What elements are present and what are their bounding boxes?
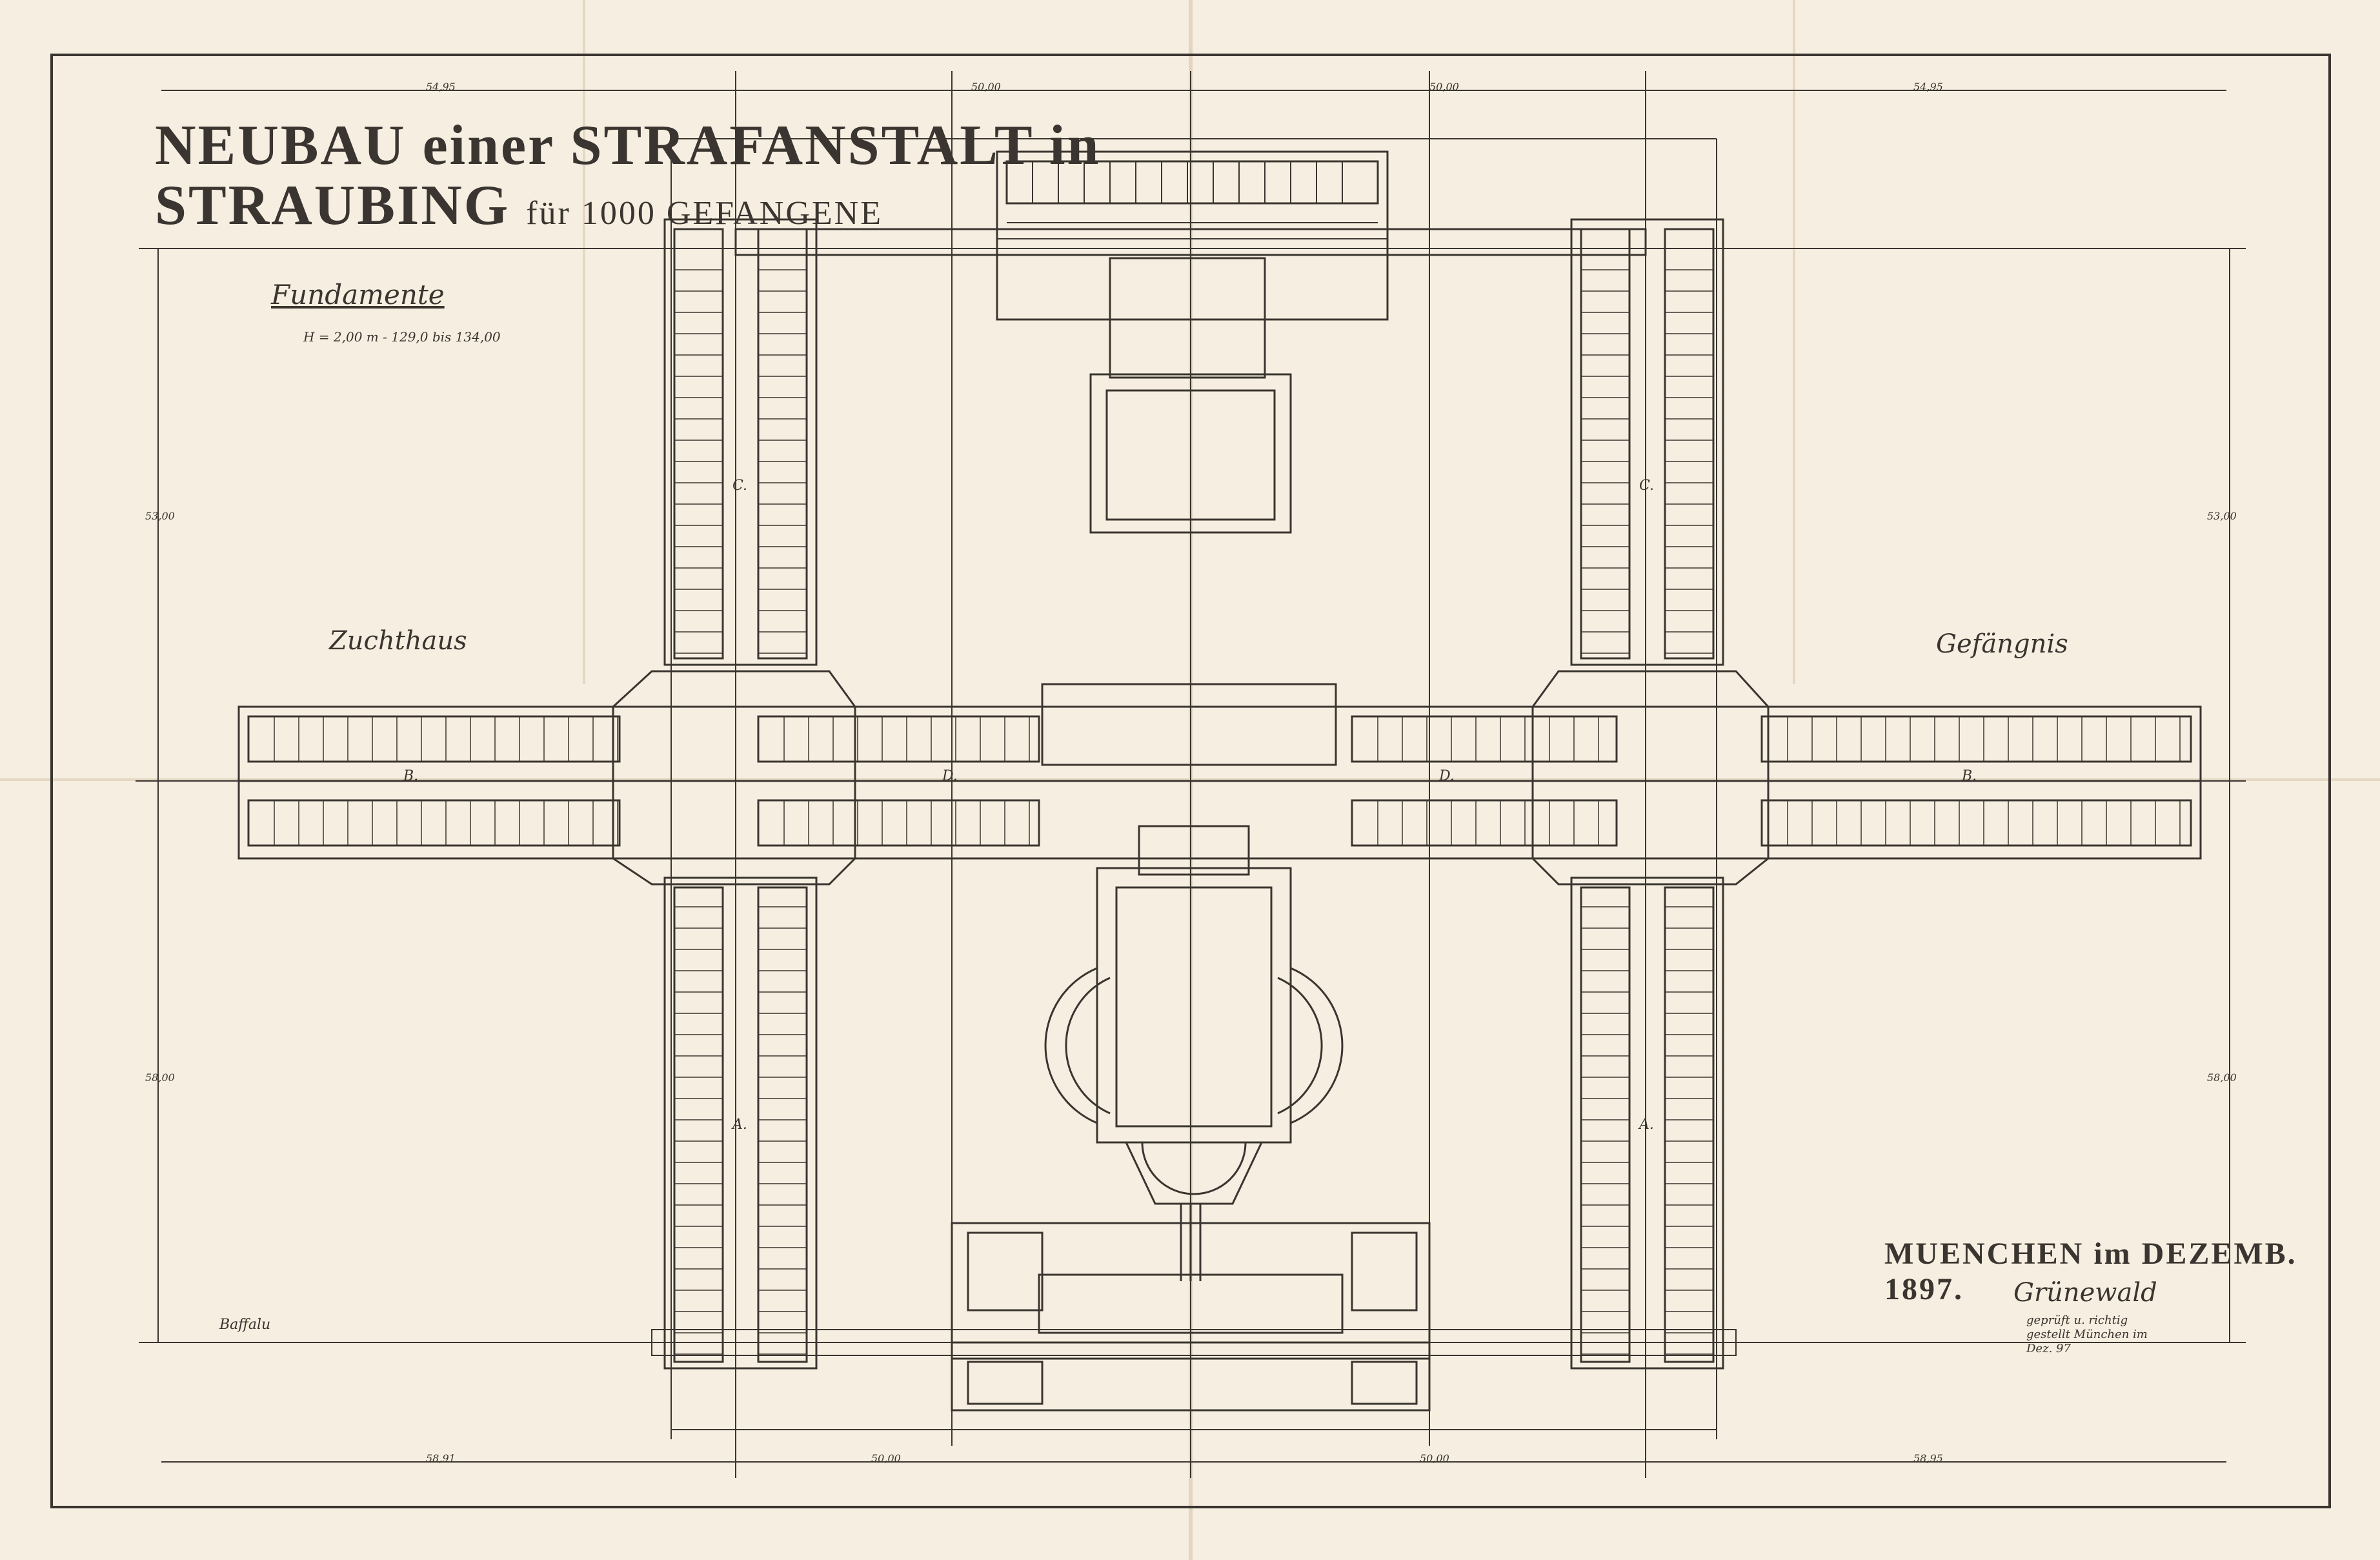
dim-top-1: 54,95	[426, 81, 456, 93]
admin-building-top	[996, 150, 1389, 534]
top-corridor	[734, 228, 1647, 256]
dim-bottom-4: 58,95	[1913, 1452, 1943, 1464]
dim-right-2: 58,00	[2207, 1071, 2237, 1084]
sheet-subtitle: Fundamente	[271, 279, 445, 310]
wing-label-upper-right: C.	[1639, 478, 1655, 494]
wing-label-center-right: D.	[1439, 768, 1455, 784]
section-label-right: Gefängnis	[1936, 629, 2068, 659]
dim-top-3: 50,00	[1429, 81, 1459, 93]
height-note: H = 2,00 m - 129,0 bis 134,00	[303, 329, 501, 345]
wing-label-east: B.	[1962, 768, 1977, 784]
title-capacity: für 1000 GEFANGENE	[526, 195, 883, 232]
title-place: STRAUBING	[155, 174, 510, 237]
border-frame	[50, 54, 2331, 1508]
wing-label-west: B.	[403, 768, 419, 784]
horizontal-wings	[237, 683, 2202, 860]
cross-junctions	[612, 670, 1770, 886]
drawing-title-line2: STRAUBING für 1000 GEFANGENE	[155, 173, 883, 238]
dim-left-1: 53,00	[145, 510, 175, 522]
drafter-mark: Baffalu	[219, 1317, 271, 1333]
dim-bottom-2: 50,00	[871, 1452, 901, 1464]
approval-note: geprüft u. richtig gestellt München im D…	[2026, 1313, 2148, 1355]
signature: Grünewald	[2013, 1278, 2157, 1308]
dim-bottom-1: 58,91	[426, 1452, 456, 1464]
cell-grid	[274, 248, 2181, 1355]
vertical-wings	[663, 218, 1724, 1370]
wing-label-lower-left: A.	[732, 1117, 747, 1133]
wing-label-lower-right: A.	[1639, 1117, 1654, 1133]
admin-building-bottom	[951, 1222, 1431, 1412]
wing-label-center-left: D.	[942, 768, 958, 784]
dim-right-1: 53,00	[2207, 510, 2237, 522]
section-label-left: Zuchthaus	[329, 626, 467, 656]
date-place: MUENCHEN im DEZEMB. 1897.	[1884, 1237, 2297, 1306]
bottom-corridor	[651, 1329, 1737, 1356]
central-church	[1044, 825, 1344, 1281]
dimension-lines	[136, 71, 2246, 1478]
wing-label-upper-left: C.	[732, 478, 748, 494]
dim-top-2: 50,00	[971, 81, 1001, 93]
dim-bottom-3: 50,00	[1420, 1452, 1449, 1464]
drawing-title-line1: NEUBAU einer STRAFANSTALT in	[155, 114, 1101, 177]
admin-cells-top	[997, 161, 1387, 520]
dim-top-4: 54,95	[1913, 81, 1943, 93]
dim-left-2: 58,00	[145, 1071, 175, 1084]
